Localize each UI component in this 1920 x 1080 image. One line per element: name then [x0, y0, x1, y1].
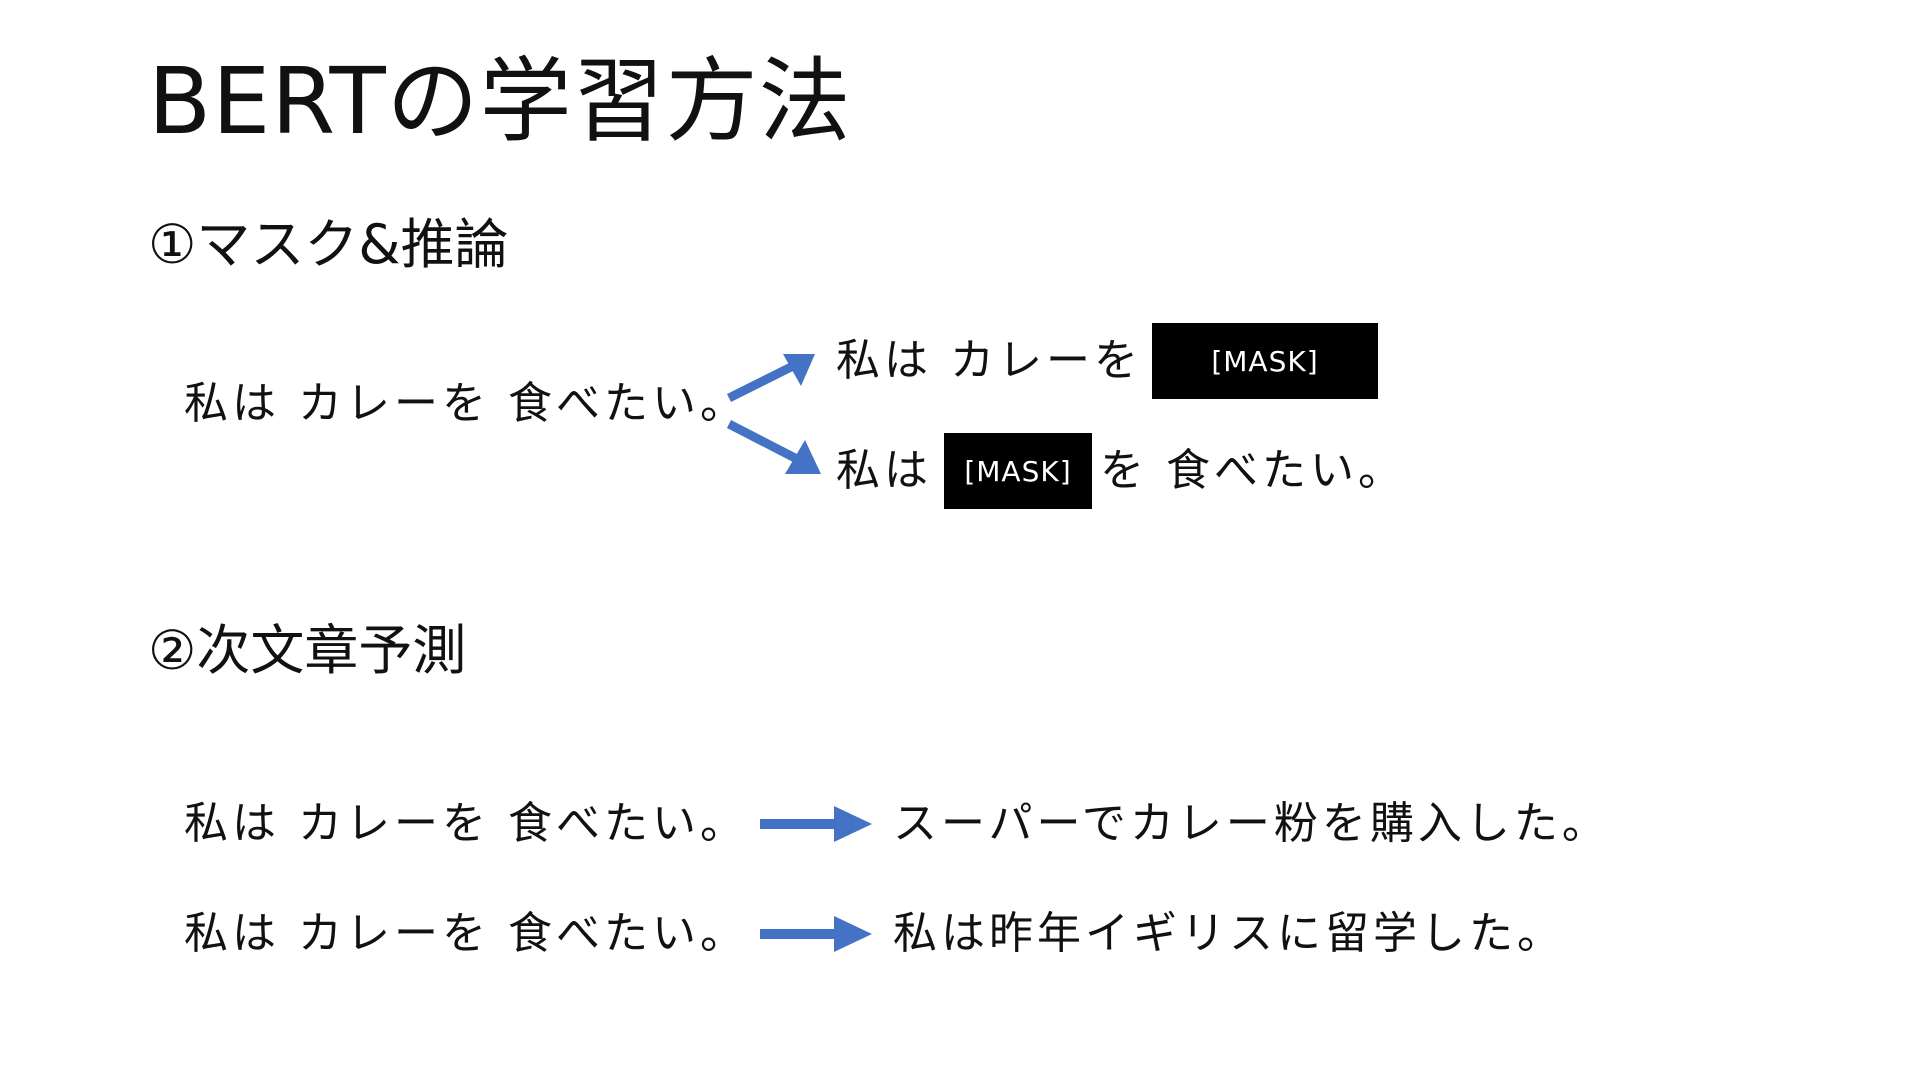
pair-2-first-sentence: 私は カレーを 食べたい。 [184, 908, 748, 959]
pair-1-first-sentence: 私は カレーを 食べたい。 [184, 798, 748, 849]
pair-1-second-sentence: スーパーでカレー粉を購入した。 [893, 798, 1610, 849]
section-heading-mask-inference: ①マスク&推論 [148, 213, 509, 276]
arrow-up-right-icon [726, 354, 815, 403]
mask-token-label: [MASK] [1211, 344, 1319, 378]
masked-sentence-b: 私は [MASK] を 食べたい。 [836, 433, 1406, 509]
source-sentence: 私は カレーを 食べたい。 [184, 378, 748, 429]
arrow-right-icon [760, 916, 872, 952]
mask-token-label: [MASK] [964, 454, 1072, 488]
section-heading-next-sentence-prediction: ②次文章予測 [148, 619, 467, 682]
arrow-down-right-icon [726, 419, 821, 474]
slide-title: BERTの学習方法 [148, 48, 852, 155]
mask-token-box: [MASK] [944, 433, 1092, 509]
mask-token-box: [MASK] [1152, 323, 1378, 399]
pair-2-second-sentence: 私は昨年イギリスに留学した。 [893, 908, 1565, 959]
arrow-right-icon [760, 806, 872, 842]
masked-sentence-b-prefix: 私は [836, 445, 932, 496]
masked-sentence-a-prefix: 私は カレーを [836, 335, 1142, 386]
masked-sentence-b-suffix: を 食べたい。 [1100, 445, 1406, 496]
masked-sentence-a: 私は カレーを [MASK] [836, 323, 1378, 399]
